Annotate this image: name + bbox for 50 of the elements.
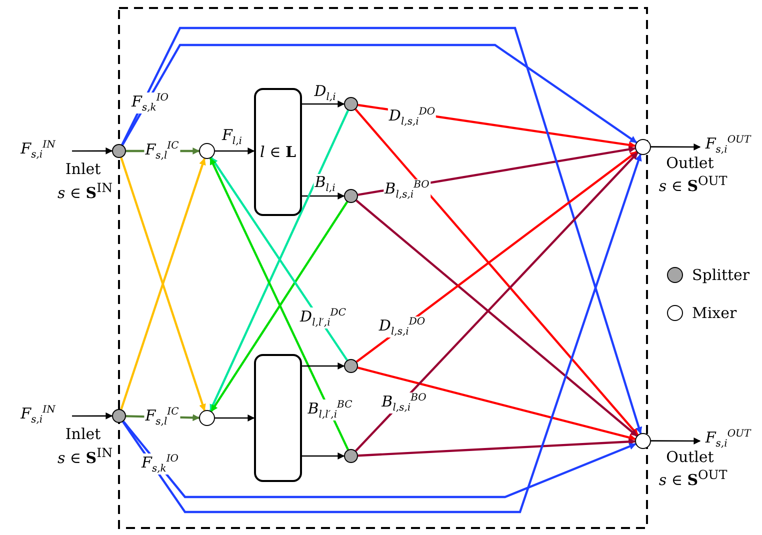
arrow — [215, 414, 255, 422]
process-unit-box — [254, 88, 302, 216]
splitter-circle — [344, 449, 358, 463]
arrow — [209, 158, 349, 450]
arrow — [302, 100, 345, 108]
arrow — [356, 150, 638, 363]
arrow — [355, 152, 638, 452]
arrow — [122, 154, 642, 514]
node-caption: s ∈ S$^{IN}$ — [57, 446, 113, 466]
arrow — [302, 192, 345, 200]
edge-label: B$_{l,i}$ — [314, 174, 336, 194]
arrow — [209, 110, 350, 412]
arrow — [72, 147, 113, 154]
legend-label: Mixer — [692, 304, 737, 322]
node-caption: Inlet — [65, 426, 101, 442]
arrow — [356, 200, 638, 437]
unit-set-label: l ∈ L — [260, 143, 296, 161]
node-caption: s ∈ S$^{OUT}$ — [658, 468, 728, 488]
arrow — [354, 108, 639, 436]
arrow — [121, 26, 642, 434]
node-caption: s ∈ S$^{IN}$ — [57, 180, 113, 202]
legend-label: Splitter — [692, 266, 750, 284]
arrow — [215, 148, 255, 154]
edge-label: F$_{l,i}$ — [221, 127, 243, 147]
arrow — [651, 143, 701, 150]
arrow — [72, 412, 113, 420]
arrow — [358, 366, 636, 441]
edge-label: D$_{l,i}$ — [313, 83, 337, 103]
node-caption: Inlet — [65, 160, 101, 178]
node-caption: s ∈ S$^{OUT}$ — [658, 174, 728, 194]
arrow — [122, 420, 636, 498]
arrow — [302, 452, 345, 460]
splitter-circle — [344, 189, 358, 203]
arrow — [210, 157, 348, 361]
splitter-circle — [344, 97, 358, 111]
splitter-circle — [344, 359, 358, 373]
mixer-circle — [635, 139, 651, 155]
arrow — [210, 201, 348, 412]
arrow — [302, 362, 345, 370]
process-unit-box — [254, 354, 302, 482]
mixer-circle — [199, 143, 215, 159]
arrow — [651, 437, 701, 444]
arrow — [358, 438, 636, 457]
node-caption: Outlet — [666, 448, 714, 466]
splitter-circle — [112, 144, 126, 158]
arrow — [122, 44, 638, 146]
mixer-circle — [199, 410, 215, 426]
splitter-circle — [112, 409, 126, 423]
mixer-circle — [635, 433, 651, 449]
node-caption: Outlet — [666, 154, 714, 172]
